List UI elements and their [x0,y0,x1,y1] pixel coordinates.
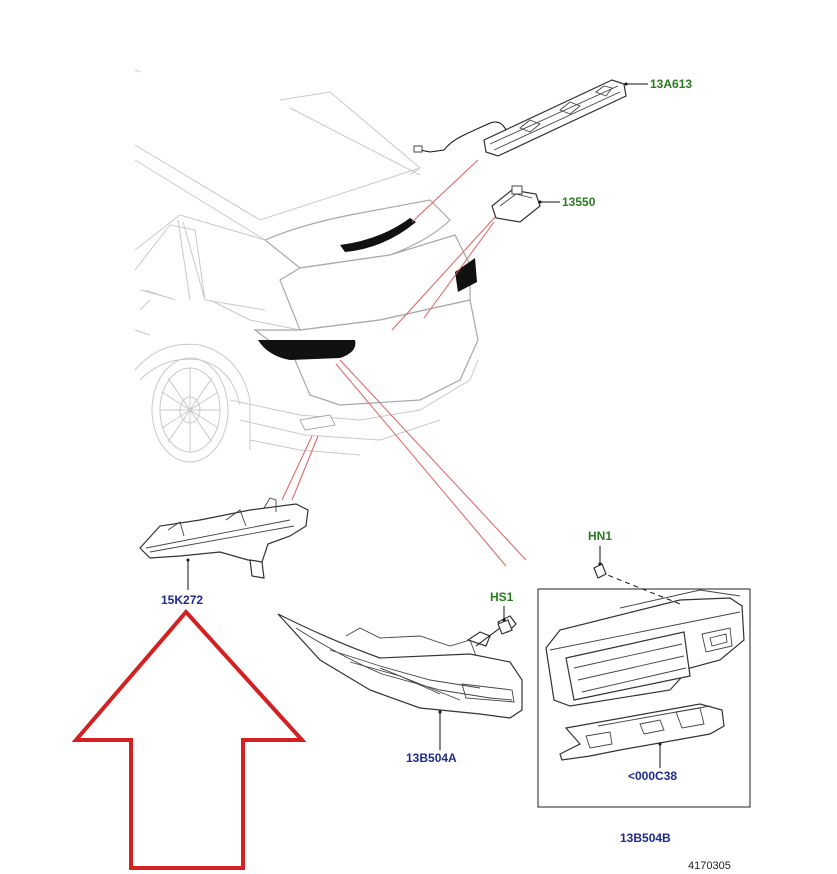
lamp-gasket [559,703,725,768]
red-arrow-annotation [71,608,307,870]
callout-hs1: HS1 [490,590,514,604]
inset-box [537,588,751,808]
rear-reflector [139,497,309,590]
callout-15k272: 15K272 [161,593,203,607]
callout-13a613: 13A613 [650,77,692,91]
tail-lamp-left [277,613,523,750]
leader-lines [281,159,527,567]
callout-000c38: <000C38 [628,769,677,783]
vehicle-outline [134,69,479,463]
callout-hn1: HN1 [588,529,612,543]
callout-13b504a: 13B504A [406,751,457,765]
reference-number: 4170305 [688,860,731,872]
high-mount-brake-lamp [413,79,648,157]
screw-hs1 [497,606,513,635]
callout-13550: 13550 [562,195,596,209]
tail-lamp-right [545,571,745,707]
licence-plate-lamp [491,185,560,223]
callout-13b504b: 13B504B [620,831,671,845]
screw-hn1 [593,546,607,579]
